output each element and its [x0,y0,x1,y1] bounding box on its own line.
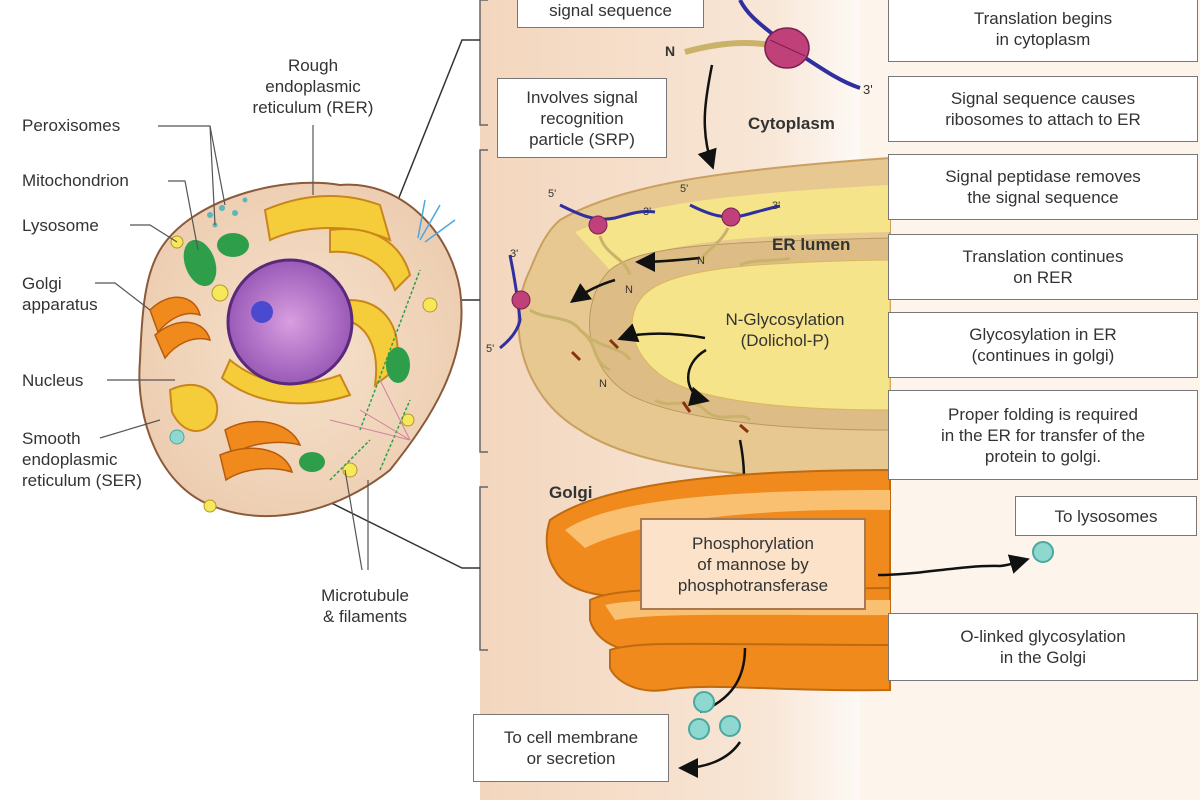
ser-shape [168,383,219,432]
n-label-1: N [697,255,705,267]
ser-line-1: Smooth [22,429,81,448]
five-prime-label-3: 5' [486,343,495,355]
rer-line-2: endoplasmic [265,77,361,96]
step-6-line-3: protein to golgi. [984,446,1102,466]
cell-illustration [138,181,463,517]
n-label-2: N [625,284,633,296]
phosphorylation-box: Phosphorylation of mannose by phosphotra… [640,518,866,610]
step-1-line-1: Translation begins [973,9,1113,28]
step-box-5: Glycosylation in ER (continues in golgi) [888,312,1198,378]
label-n-glycosylation: N-Glycosylation (Dolichol-P) [695,309,875,351]
five-prime-label-2: 5' [680,183,689,195]
step-box-7: O-linked glycosylation in the Golgi [888,613,1198,681]
label-leaders [95,125,369,571]
phos-line-2: of mannose by [697,554,809,574]
n-label-3: N [599,378,607,390]
step-4-line-1: Translation continues [962,247,1124,266]
phos-line-3: phosphotransferase [677,575,829,595]
ser-line-3: reticulum (SER) [22,471,142,490]
label-peroxisomes: Peroxisomes [22,116,121,135]
golgi-line-1: Golgi [22,274,62,293]
microtubule-line-1: Microtubule [321,586,409,605]
to-membrane-line-2: or secretion [526,749,616,768]
five-prime-label-1: 5' [548,188,557,200]
label-ser: Smooth endoplasmic reticulum (SER) [22,428,142,491]
ser-line-2: endoplasmic [22,450,118,469]
mitochondrion-shape [183,239,217,287]
srp-line-3: particle (SRP) [529,129,635,149]
label-golgi-apparatus: Golgi apparatus [22,273,98,315]
step-3-line-1: Signal peptidase removes [945,167,1141,186]
golgi-line-2: apparatus [22,295,98,314]
step-2-line-2: ribosomes to attach to ER [945,110,1141,129]
step-1-line-2: in cytoplasm [995,30,1091,49]
step-4-line-2: on RER [1013,268,1073,287]
n-terminus-label: N [665,43,676,59]
to-lysosomes-text: To lysosomes [1054,506,1158,526]
step-box-4: Translation continues on RER [888,234,1198,300]
step-box-1: Translation begins in cytoplasm [888,0,1198,62]
step-5-line-2: (continues in golgi) [971,346,1115,365]
step-7-line-2: in the Golgi [1000,648,1086,667]
step-3-line-2: the signal sequence [967,188,1119,207]
n-glyco-line-2: (Dolichol-P) [740,331,830,350]
rer-shape [220,194,412,405]
cytoplasmic-ribosome [684,0,861,170]
rer-line-3: reticulum (RER) [252,98,374,117]
srp-box: Involves signal recognition particle (SR… [497,78,667,158]
three-prime-label-1: 3' [643,206,652,218]
to-membrane-box: To cell membrane or secretion [473,714,669,782]
step-6-line-1: Proper folding is required [948,404,1138,424]
step-box-3: Signal peptidase removes the signal sequ… [888,154,1198,220]
three-prime-label-top: 3' [863,82,873,97]
signal-sequence-box: signal sequence [517,0,704,28]
label-cytoplasm: Cytoplasm [748,114,835,133]
to-lysosomes-box: To lysosomes [1015,496,1197,536]
signal-sequence-text: signal sequence [549,0,672,20]
label-golgi: Golgi [549,483,593,502]
step-box-2: Signal sequence causes ribosomes to atta… [888,76,1198,142]
er-illustration [499,156,891,517]
microtubule-line-2: & filaments [322,607,408,626]
step-box-6: Proper folding is required in the ER for… [888,390,1198,480]
step-2-line-1: Signal sequence causes [950,89,1136,108]
label-lysosome: Lysosome [22,216,99,235]
phos-line-1: Phosphorylation [692,533,814,553]
step-6-line-2: in the ER for transfer of the [940,425,1146,445]
three-prime-label-2: 3' [772,200,781,212]
step-7-line-1: O-linked glycosylation [960,627,1126,646]
label-nucleus: Nucleus [22,371,84,390]
label-microtubule: Microtubule & filaments [290,585,440,627]
three-prime-label-3: 3' [510,248,519,260]
srp-line-1: Involves signal [526,87,638,107]
label-er-lumen: ER lumen [772,235,851,254]
label-rer: Rough endoplasmic reticulum (RER) [228,55,398,118]
golgi-shape [149,296,302,482]
step-5-line-1: Glycosylation in ER [969,325,1117,344]
nucleus-shape [226,258,354,386]
to-membrane-line-1: To cell membrane [503,728,639,747]
n-glyco-line-1: N-Glycosylation [725,310,845,329]
label-mitochondrion: Mitochondrion [22,171,129,190]
rer-line-1: Rough [287,56,339,75]
srp-line-2: recognition [540,108,624,128]
